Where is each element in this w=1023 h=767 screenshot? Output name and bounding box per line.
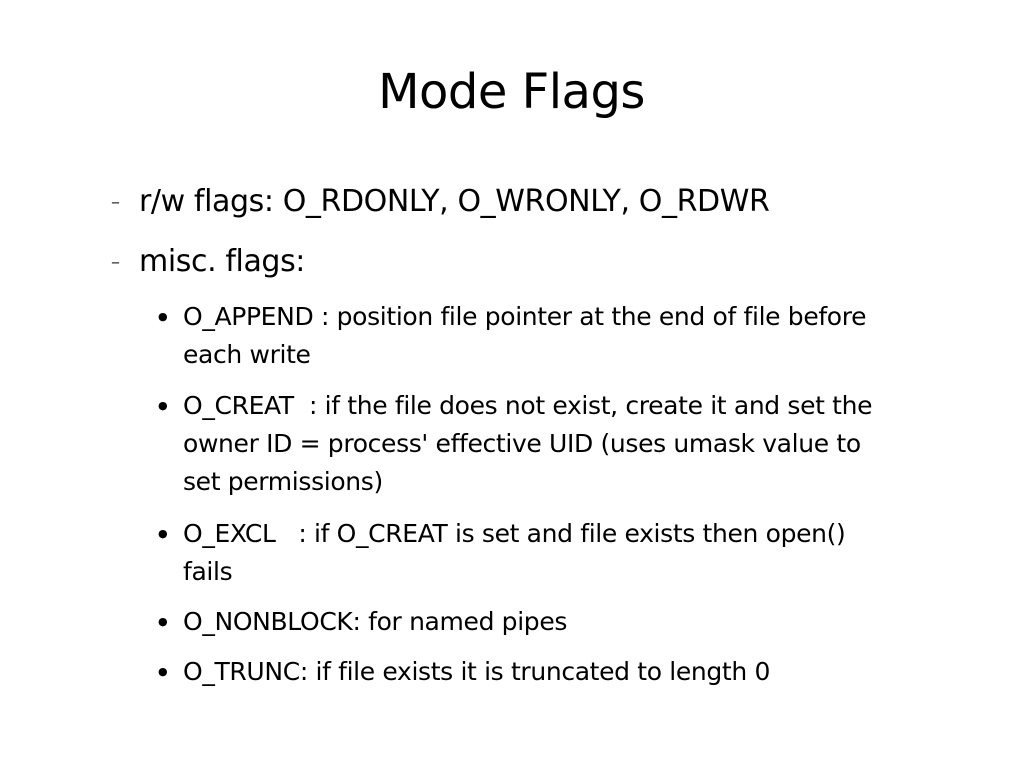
- subitem-line: owner ID = process' effective UID (uses …: [183, 429, 861, 458]
- subitem-line: each write: [183, 340, 311, 369]
- subitem-o-trunc: ● O_TRUNC: if file exists it is truncate…: [158, 653, 973, 691]
- subitem-o-creat: ● O_CREAT : if the file does not exist, …: [158, 387, 973, 501]
- subitem-line: fails: [183, 557, 233, 586]
- dot-bullet-icon: ●: [158, 310, 168, 323]
- dot-bullet-icon: ●: [158, 665, 168, 678]
- slide-title: Mode Flags: [378, 64, 645, 120]
- dot-bullet-icon: ●: [158, 399, 168, 412]
- subitem-o-excl: ● O_EXCL : if O_CREAT is set and file ex…: [158, 515, 973, 591]
- dot-bullet-icon: ●: [158, 615, 168, 628]
- subitem-line: set permissions): [183, 467, 383, 496]
- subitem-o-append: ● O_APPEND : position file pointer at th…: [158, 298, 973, 374]
- subitem-line: O_CREAT : if the file does not exist, cr…: [183, 391, 873, 420]
- subitem-line: O_EXCL : if O_CREAT is set and file exis…: [183, 519, 846, 548]
- subitem-o-nonblock: ● O_NONBLOCK: for named pipes: [158, 603, 973, 641]
- list-item-text: r/w flags: O_RDONLY, O_WRONLY, O_RDWR: [139, 184, 770, 219]
- subitem-line: O_APPEND : position file pointer at the …: [183, 302, 867, 331]
- subitem-line: O_NONBLOCK: for named pipes: [183, 607, 568, 636]
- dot-bullet-icon: ●: [158, 527, 168, 540]
- dash-bullet-icon: –: [111, 252, 120, 273]
- dash-bullet-icon: –: [111, 192, 120, 213]
- list-item-text: misc. flags:: [139, 244, 306, 279]
- subitem-line: O_TRUNC: if file exists it is truncated …: [183, 657, 771, 686]
